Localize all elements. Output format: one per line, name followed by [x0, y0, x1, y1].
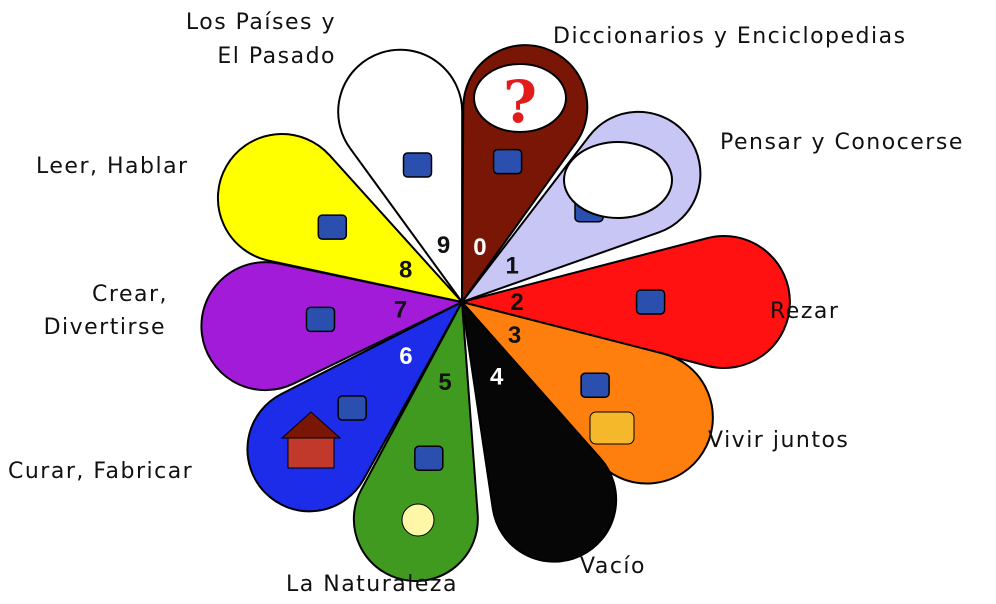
- petal-number-7: 7: [394, 297, 407, 324]
- petal-5[interactable]: [352, 298, 479, 583]
- petal-9[interactable]: [337, 48, 464, 306]
- birthday-cake-icon: [589, 411, 635, 445]
- petal-number-5: 5: [438, 369, 451, 396]
- petal-number-8: 8: [399, 257, 412, 284]
- label-petal-6[interactable]: Curar, Fabricar: [8, 459, 194, 484]
- thought-cloud-icon: [563, 141, 673, 219]
- svg-text:?: ?: [503, 68, 537, 136]
- label-petal-4[interactable]: Vacío: [580, 554, 646, 579]
- daisy-icon: [401, 503, 435, 537]
- globe-computer-icon: [402, 152, 433, 178]
- petal-number-2: 2: [510, 289, 523, 316]
- petal-number-9: 9: [437, 232, 450, 259]
- label-petal-1[interactable]: Pensar y Conocerse: [720, 130, 964, 155]
- petal-2[interactable]: [458, 235, 791, 369]
- label-petal-3[interactable]: Vivir juntos: [708, 428, 850, 453]
- house-tools-icon: [337, 395, 367, 421]
- house-icon: [280, 411, 342, 469]
- question-cloud-icon: [492, 148, 523, 175]
- tree-sheep-flower-icon: [414, 445, 444, 472]
- label-petal-9-line-2[interactable]: El Pasado: [217, 44, 336, 69]
- family-cake-gift-icon: [580, 372, 610, 398]
- petal-number-3: 3: [508, 322, 521, 349]
- label-petal-2[interactable]: Rezar: [770, 299, 840, 324]
- petal-number-4: 4: [490, 363, 504, 390]
- telephone-reader-icon: [317, 214, 348, 240]
- praying-person-icon: [635, 289, 666, 315]
- label-petal-9-line-1[interactable]: Los Países y: [185, 10, 336, 35]
- label-petal-8[interactable]: Leer, Hablar: [36, 154, 189, 179]
- petal-number-0: 0: [473, 234, 486, 261]
- label-petal-7-line-1[interactable]: Crear,: [92, 282, 168, 307]
- toys-drum-icon: [305, 306, 336, 333]
- label-petal-7-line-2[interactable]: Divertirse: [43, 315, 166, 340]
- label-petal-0[interactable]: Diccionarios y Enciclopedias: [553, 24, 907, 49]
- petal-4[interactable]: [460, 298, 618, 563]
- petal-number-1: 1: [506, 253, 519, 280]
- question-mark-cloud-icon: ?: [473, 63, 567, 136]
- label-petal-5[interactable]: La Naturaleza: [286, 572, 458, 597]
- petal-number-6: 6: [399, 343, 412, 370]
